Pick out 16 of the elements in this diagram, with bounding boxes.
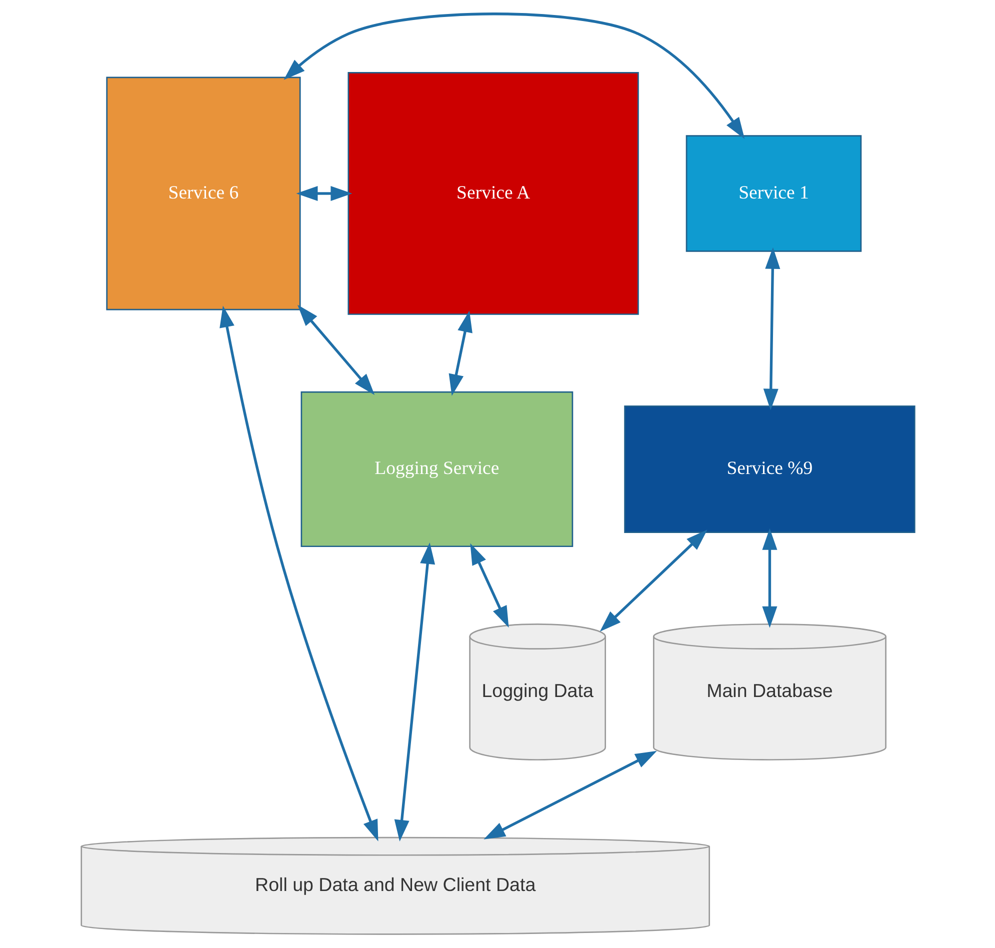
node-box: Service A (347, 72, 638, 315)
arrow (219, 306, 378, 842)
arrow (394, 542, 435, 842)
arrow (470, 543, 508, 628)
node-box: Service 6 (106, 76, 300, 310)
arrow (283, 12, 744, 139)
node-box: Logging Service (300, 391, 573, 548)
arrow (762, 247, 780, 410)
arrow (296, 304, 374, 395)
arrow (762, 528, 777, 628)
node-box: Service 1 (685, 135, 862, 252)
arrow (599, 530, 707, 632)
arrow (448, 310, 472, 396)
arrow (483, 750, 656, 840)
node-box: Service %9 (624, 406, 915, 533)
arrow (296, 186, 352, 202)
